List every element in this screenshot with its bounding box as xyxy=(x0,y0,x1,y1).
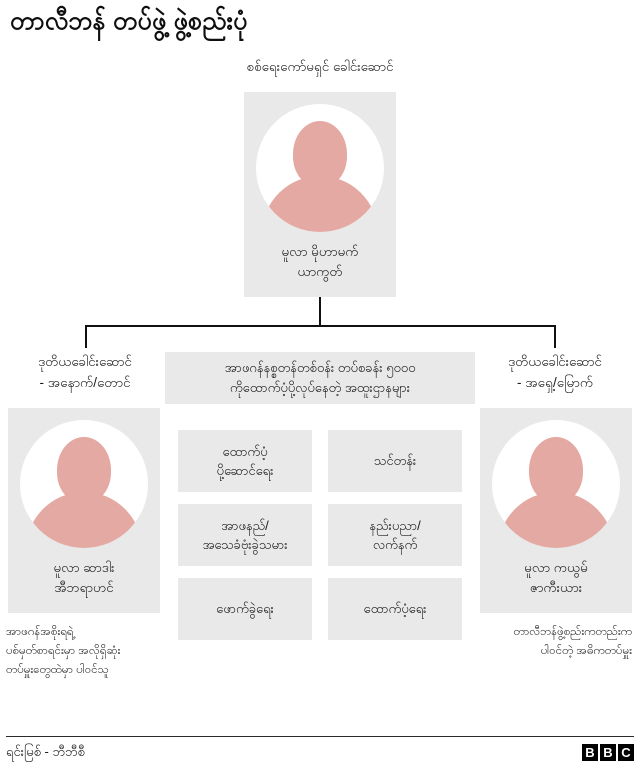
caption-right: တာလီဘန်ဖွဲ့စည်းကတည်းက ပါဝင်တဲ့ အဓိကတပ်မှ… xyxy=(456,623,632,661)
unit-cell-logistics-line2: ပို့ဆောင်ရေး xyxy=(216,463,274,478)
bbc-logo-letter-2: B xyxy=(600,744,616,761)
special-units-heading-line1: အာဖဂန်နစ္စတန်တစ်ဝန်း တပ်စခန်း ၅၀၀၀ xyxy=(224,359,416,375)
leader-name-top: မူလာ မိုဟာမက် ယာကွတ် xyxy=(277,242,362,283)
unit-cell-training: သင်တန်း xyxy=(328,430,462,492)
unit-cell-technology-weapons-line1: နည်းပညာ/ xyxy=(369,517,421,533)
unit-cell-technology-weapons-line2: လက်နက် xyxy=(372,537,418,552)
bbc-logo-letter-1: B xyxy=(582,744,598,761)
unit-cell-logistics-line1: ထောက်ပံ့ xyxy=(222,443,268,459)
caption-left-line2: ပစ်မှတ်စာရင်းမှာ အလိုရှိဆုံး xyxy=(6,644,121,657)
unit-cell-suicide-bombers-line2: အသေခံဗုံးခွဲသမား xyxy=(202,537,288,552)
connector-drop-right xyxy=(554,325,556,348)
special-units-heading-line2: ကိုထောက်ပံ့ပို့လုပ်နေတဲ့ အထူးဌာနများ xyxy=(229,380,411,395)
unit-cell-training-line1: သင်တန်း xyxy=(373,453,417,469)
branch-label-left-line1: ဒုတိယခေါင်းဆောင် xyxy=(38,354,132,369)
chart-subtitle: စစ်ရေးကော်မရှင် ခေါင်းဆောင် xyxy=(246,59,394,74)
bbc-logo: B B C xyxy=(582,744,634,761)
connector-stem-top xyxy=(319,297,321,325)
deputy-name-right-line2: ဇာကီးယား xyxy=(529,580,583,596)
deputy-name-right-line1: မူလာ ကယွမ် xyxy=(524,560,588,575)
unit-cell-supply-line1: ထောက်ပံ့ရေး xyxy=(363,601,427,617)
unit-cell-suicide-bombers: အာဖနည်/ အသေခံဗုံးခွဲသမား xyxy=(178,504,312,566)
connector-horizontal-bar xyxy=(85,325,556,327)
avatar-body-shape xyxy=(262,176,378,232)
caption-left: အာဖဂန်အစိုးရရဲ့ ပစ်မှတ်စာရင်းမှာ အလိုရှိ… xyxy=(6,623,182,680)
person-avatar-icon xyxy=(492,420,620,548)
caption-left-line3: တပ်မှူးတွေထဲမှာ ပါဝင်သူ xyxy=(6,663,109,676)
branch-label-right: ဒုတိယခေါင်းဆောင် - အရှေ့/မြောက် xyxy=(470,352,640,394)
connector-drop-left xyxy=(85,325,87,348)
unit-cell-technology-weapons: နည်းပညာ/ လက်နက် xyxy=(328,504,462,566)
deputy-card-right: မူလာ ကယွမ် ဇာကီးယား xyxy=(480,408,632,613)
deputy-name-left: မူလာ ဆာဒါး အီဘရာဟင် xyxy=(49,558,118,599)
unit-cell-suicide-bombers-line1: အာဖနည်/ xyxy=(221,517,269,533)
deputy-name-left-line1: မူလာ ဆာဒါး xyxy=(53,560,115,575)
unit-cell-demolition: ဖောက်ခွဲရေး xyxy=(178,578,312,640)
unit-cell-logistics: ထောက်ပံ့ ပို့ဆောင်ရေး xyxy=(178,430,312,492)
branch-label-left: ဒုတိယခေါင်းဆောင် - အနောက်/တောင် xyxy=(0,352,170,394)
caption-right-line2: ပါဝင်တဲ့ အဓိကတပ်မှူး xyxy=(540,644,632,657)
source-label: ရင်းမြစ် - ဘီဘီစီ xyxy=(6,744,85,759)
page-title: တာလီဘန် တပ်ဖွဲ့ ဖွဲ့စည်းပုံ xyxy=(10,7,248,35)
caption-right-line1: တာလီဘန်ဖွဲ့စည်းကတည်းက xyxy=(513,626,632,638)
leader-name-top-line2: ယာကွတ် xyxy=(297,264,343,280)
unit-cell-demolition-line1: ဖောက်ခွဲရေး xyxy=(216,601,274,617)
special-units-grid: ထောက်ပံ့ ပို့ဆောင်ရေး သင်တန်း အာဖနည်/ အသ… xyxy=(178,430,462,640)
avatar-body-shape xyxy=(498,492,614,548)
caption-left-line1: အာဖဂန်အစိုးရရဲ့ xyxy=(6,626,74,638)
branch-label-right-line1: ဒုတိယခေါင်းဆောင် xyxy=(508,354,602,369)
footer-divider xyxy=(6,736,634,737)
deputy-card-left: မူလာ ဆာဒါး အီဘရာဟင် xyxy=(8,408,160,613)
person-avatar-icon xyxy=(20,420,148,548)
bbc-logo-letter-3: C xyxy=(618,744,634,761)
leader-name-top-line1: မူလာ မိုဟာမက် xyxy=(281,244,359,259)
deputy-name-right: မူလာ ကယွမ် ဇာကီးယား xyxy=(520,558,592,599)
deputy-name-left-line2: အီဘရာဟင် xyxy=(54,580,114,596)
person-avatar-icon xyxy=(256,104,384,232)
leader-card-top: မူလာ မိုဟာမက် ယာကွတ် xyxy=(244,92,396,297)
unit-cell-supply: ထောက်ပံ့ရေး xyxy=(328,578,462,640)
avatar-body-shape xyxy=(26,492,142,548)
branch-label-right-line2: - အရှေ့/မြောက် xyxy=(516,374,594,390)
special-units-heading: အာဖဂန်နစ္စတန်တစ်ဝန်း တပ်စခန်း ၅၀၀၀ ကိုထေ… xyxy=(165,352,475,404)
branch-label-left-line2: - အနောက်/တောင် xyxy=(39,374,131,390)
